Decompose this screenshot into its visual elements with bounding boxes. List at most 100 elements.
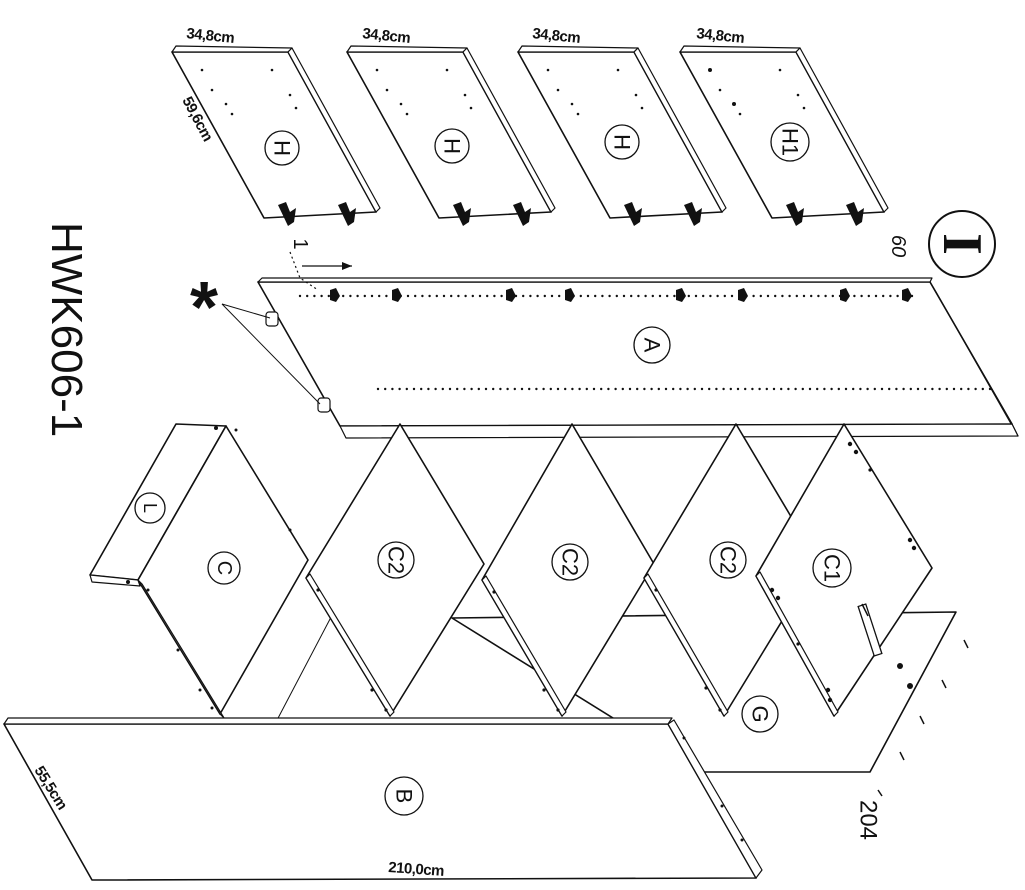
panel-A-hole (774, 294, 777, 298)
panel-A-hole (952, 387, 956, 391)
panel-A-hole (349, 294, 352, 298)
asterisk-marker: * (190, 268, 218, 348)
panel-A-hole (810, 294, 813, 298)
panel-A-hole (313, 294, 316, 298)
panel-A-hole (334, 294, 338, 298)
panel-A-hole (830, 387, 833, 391)
panel-A-hole (823, 387, 826, 391)
panel-A-hole (666, 294, 669, 298)
shelf-4-width: 34,8cm (696, 25, 746, 47)
panel-A-hole (729, 387, 732, 391)
panel-A-hole (427, 387, 430, 391)
panel-A-hole (824, 294, 827, 298)
shelf-2-label: H (440, 138, 465, 154)
panel-A-hole (945, 387, 948, 391)
shelf-2 (346, 45, 556, 226)
panel-A-hole (924, 387, 927, 391)
panel-A-hole (765, 387, 768, 391)
panel-A-hole (817, 294, 820, 298)
panel-A-hole (549, 387, 552, 391)
panel-A-hole (412, 387, 416, 391)
panel-A-hole (909, 387, 912, 391)
panel-A-hole (356, 294, 359, 298)
panel-C2-3 (643, 423, 819, 717)
panel-A-hole (902, 387, 905, 391)
panel-A-hole (441, 387, 444, 391)
panel-A-hole (687, 294, 690, 298)
panel-A-hole (507, 294, 510, 298)
panel-A-hole (376, 387, 380, 391)
panel-A-hole (450, 294, 453, 298)
panel-C2-1-label: C2 (384, 546, 409, 574)
panel-A-hole (651, 294, 654, 298)
panel-A-hole (981, 387, 984, 391)
panel-A-hole (542, 387, 545, 391)
panel-A-hole (896, 294, 899, 298)
panel-A-hole (708, 387, 711, 391)
panel-A-hole (787, 387, 790, 391)
panel-A-hole (471, 294, 474, 298)
panel-C1 (755, 423, 933, 717)
panel-A-hole (463, 387, 466, 391)
panel-A-hole (853, 294, 856, 298)
panel-A-hole (888, 387, 891, 391)
panel-A-hole (621, 387, 624, 391)
panel-A-hole (607, 387, 610, 391)
panel-A-hole (938, 387, 941, 391)
panel-A-hole (513, 387, 516, 391)
panel-A-hole (592, 387, 596, 391)
panel-A-hole (837, 387, 840, 391)
panel-A-hole (974, 387, 977, 391)
panel-A-hole (967, 387, 970, 391)
step-badge: I (928, 210, 996, 278)
panel-A-hole (794, 387, 797, 391)
panel-A-hole (585, 387, 588, 391)
panel-A-hole (614, 387, 617, 391)
panel-A-hole (664, 387, 668, 391)
panel-A-hole (420, 387, 423, 391)
shelf-4-label: H1 (778, 128, 803, 156)
panel-A-hole (414, 294, 417, 298)
panel-A-hole (657, 387, 660, 391)
panel-A-hole (435, 294, 438, 298)
panel-C2-1 (305, 423, 485, 717)
panel-A-hole (600, 387, 603, 391)
panel-A-hole (514, 294, 518, 298)
panel-A-hole (873, 387, 876, 391)
panel-A-hole (636, 387, 639, 391)
panel-A-hole (398, 387, 401, 391)
panel-A-hole (457, 294, 460, 298)
panel-L (89, 423, 227, 587)
panel-A-hole (477, 387, 480, 391)
panel-A-hole (500, 294, 503, 298)
step-number: I (931, 233, 993, 255)
panel-A-hole (910, 294, 914, 298)
panel-A (221, 251, 1019, 439)
panel-A-hole (550, 294, 554, 298)
panel-A-hole (384, 387, 387, 391)
panel-A-hole (758, 387, 761, 391)
panel-A-hole (766, 294, 770, 298)
panel-A-hole (988, 387, 992, 391)
panel-A-hole (722, 387, 725, 391)
panel-A-hole (960, 387, 963, 391)
panel-A-hole (723, 294, 726, 298)
panel-A-hole (535, 387, 538, 391)
panel-A-hole (780, 387, 783, 391)
panel-A-hole (751, 387, 754, 391)
panel-A-hole (650, 387, 653, 391)
panel-A-hole (903, 294, 906, 298)
panel-A-hole (759, 294, 762, 298)
panel-A-hole (745, 294, 748, 298)
panel-A-hole (378, 294, 381, 298)
panel-A-hole (673, 294, 676, 298)
panel-A-hole (795, 294, 798, 298)
panel-A-hole (506, 387, 509, 391)
panel-A-hole (630, 294, 633, 298)
panel-L-label: L (140, 503, 160, 513)
panel-A-hole (715, 387, 718, 391)
panel-A-hole (866, 387, 869, 391)
panel-A-hole (492, 387, 495, 391)
panel-G-label: G (748, 705, 773, 722)
